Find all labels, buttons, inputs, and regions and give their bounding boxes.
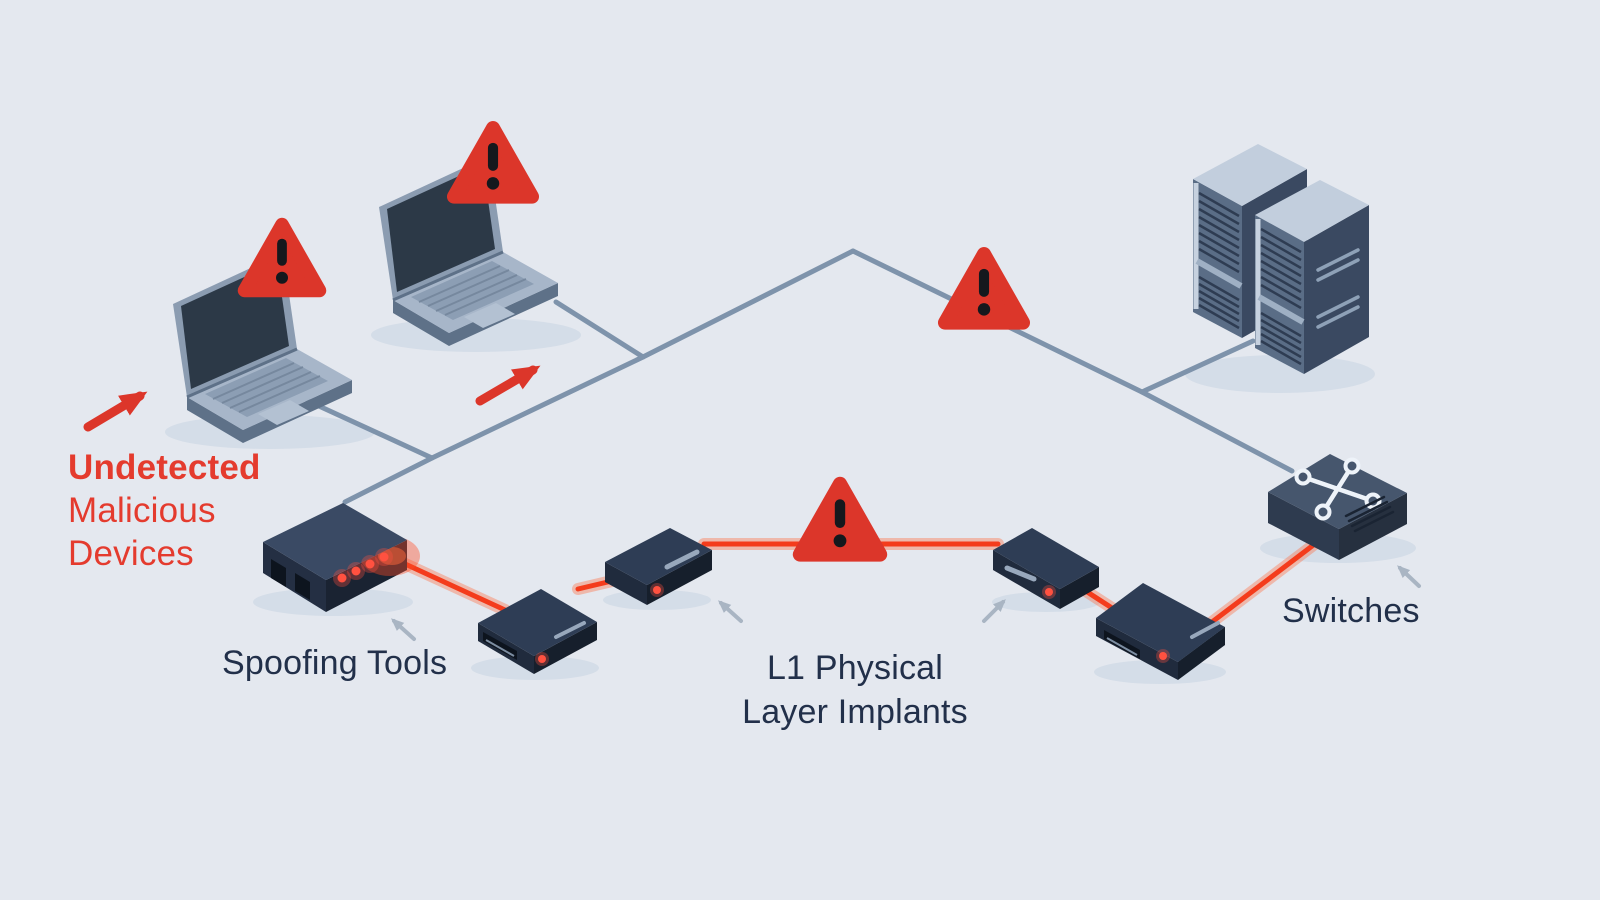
label-line: Undetected [68,448,261,487]
label-line: Layer Implants [742,693,968,731]
gray-arrow-icon-spoofing [390,618,416,641]
lan-lines [305,248,1295,505]
spoofing-tool-device [263,503,420,612]
label-spoofing-tools: Spoofing Tools [222,644,448,682]
network-switch-icon [1268,454,1407,560]
warning-triangle-icon-laptop1 [245,225,320,291]
warning-triangle-icon-backbone [945,254,1023,323]
label-line: Devices [68,534,194,573]
implant-device-icon-3 [993,528,1099,609]
red-arrow-icon-1 [83,391,148,432]
implant-device-icon-2 [605,528,712,605]
warning-triangle-icon-laptop2 [454,128,532,197]
label-undetected-malicious-devices: Undetected Malicious Devices [68,446,261,575]
device-shadows [165,318,1416,684]
led-lights [333,548,393,587]
gray-arrow-icon-switch [1397,565,1421,588]
server-rack-icon [1193,144,1369,374]
label-switches: Switches [1282,592,1420,630]
warning-triangle-icon-implant [800,484,880,554]
lan-line-laptop1 [305,398,435,461]
switch-crossing-icon [1294,457,1382,521]
label-line: Malicious [68,491,216,530]
implant-device-icon-1 [478,589,597,674]
gray-arrow-icon-implant-right [982,599,1006,623]
label-line: L1 Physical [766,649,944,687]
annotation-arrows [83,365,1421,641]
label-l1-physical-layer-implants: L1 Physical Layer Implants [705,646,1005,734]
lan-backbone-left [342,248,856,505]
lan-line-laptop2 [553,299,646,360]
lan-branch-servers [1139,338,1256,395]
red-arrow-icon-2 [475,365,541,406]
implant-device-icon-4 [1096,583,1225,680]
gray-arrow-icon-implant-left [717,600,743,623]
